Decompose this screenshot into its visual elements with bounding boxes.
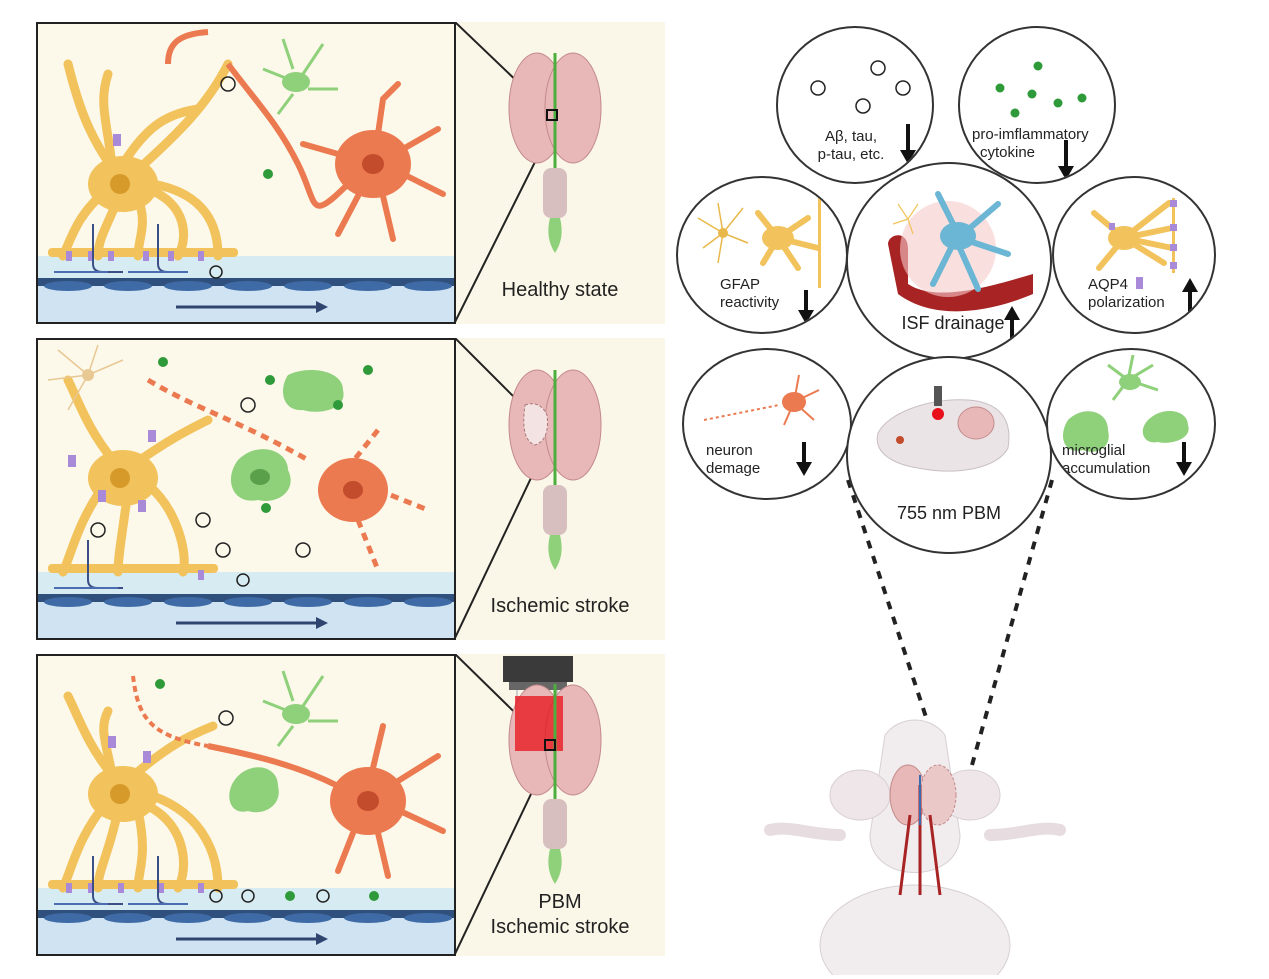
panel-healthy-scene	[36, 22, 456, 324]
laser-probe	[934, 386, 942, 406]
label-pbm: PBM Ischemic stroke	[490, 891, 630, 938]
down-arrow	[1058, 140, 1074, 180]
aqp4-icon	[1136, 277, 1143, 289]
endothelial-cells	[44, 281, 452, 291]
aqp4-markers	[66, 134, 204, 261]
label-ischemic: Ischemic stroke	[490, 595, 630, 617]
effect-abeta: Aβ, tau,p-tau, etc.	[776, 26, 934, 184]
effect-isf: ISF drainage	[846, 162, 1052, 360]
down-arrow	[798, 290, 814, 324]
brain-healthy	[505, 38, 605, 268]
up-arrow	[1004, 306, 1020, 346]
rat-dorsal-illustration	[760, 715, 1070, 975]
effect-pbm: 755 nm PBM	[846, 356, 1052, 554]
down-arrow	[1176, 442, 1192, 476]
down-arrow	[900, 124, 916, 164]
label-healthy: Healthy state	[501, 279, 619, 301]
brain-pbm	[495, 654, 605, 899]
microglia	[262, 38, 338, 115]
blood-vessel	[38, 286, 454, 322]
panel-ischemic-scene	[36, 338, 456, 640]
panel-pbm-scene	[36, 654, 456, 956]
astrocyte	[58, 59, 233, 261]
down-arrow	[796, 442, 812, 476]
up-arrow	[1182, 278, 1198, 314]
brain-ischemic	[505, 355, 605, 585]
laser-device	[503, 656, 573, 682]
protein-aggregate	[220, 76, 236, 92]
projection-lines	[846, 479, 1054, 791]
cytokine-dot	[263, 169, 273, 179]
